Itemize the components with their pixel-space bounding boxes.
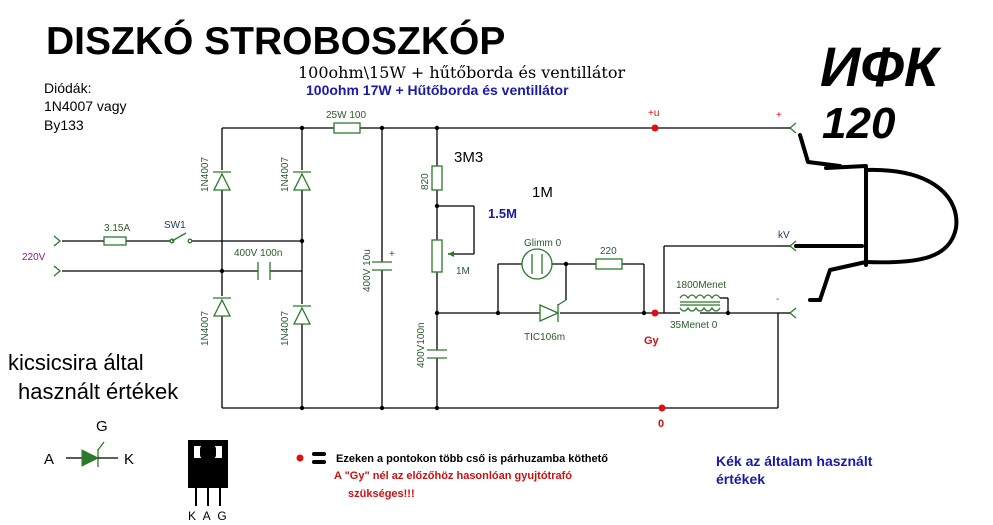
gy-label: Gy — [644, 335, 660, 347]
legend-text: Ezeken a pontokon több cső is párhuzamba… — [336, 453, 608, 465]
subtitle-black: 100ohm\15W + hűtőborda és ventillátor — [298, 63, 625, 82]
cap-top-label: 400V 100n — [234, 248, 282, 259]
diodes-note-1: Diódák: — [44, 80, 91, 96]
sw-label: SW1 — [164, 220, 186, 231]
r220-label: 220 — [600, 246, 617, 257]
handwritten-text-2: 120 — [822, 99, 896, 148]
handwritten-text-1: ИФК — [820, 35, 942, 98]
minus-term-label: - — [776, 294, 779, 305]
blue-note-1: Kék az általam használt — [716, 453, 873, 469]
diode-d2 — [292, 171, 312, 191]
red-note-2: szükséges!!! — [348, 488, 415, 500]
red-dot-icon — [651, 309, 659, 317]
scr-label: TIC106m — [524, 332, 565, 343]
capacitor-400v-100n-top — [257, 262, 271, 280]
pot-1m-small-label: 1M — [456, 266, 470, 277]
d3-label: 1N4007 — [200, 311, 211, 346]
red-dot-icon — [296, 454, 304, 462]
junction-dots — [219, 125, 731, 411]
pinout-label: K A G — [188, 509, 229, 523]
diodes-note-3: By133 — [44, 117, 84, 133]
kicsi-note-1: kicsicsira által — [8, 350, 144, 375]
switch-sw1 — [169, 232, 193, 244]
kv-label: kV — [778, 230, 790, 241]
equals-icon — [312, 452, 326, 456]
capacitor-400v-10u — [372, 261, 392, 271]
fuse-label: 3.15A — [104, 223, 130, 234]
d1-label: 1N4007 — [200, 157, 211, 192]
d2-label: 1N4007 — [280, 157, 291, 192]
zero-label: 0 — [658, 418, 664, 430]
resistor-220 — [595, 258, 623, 270]
thyristor-symbol-icon — [66, 441, 118, 467]
cap-bot-label: 400V100n — [416, 322, 427, 368]
hand-drawn-flash-tube — [794, 133, 959, 302]
r3m3-label: 3M3 — [454, 149, 483, 166]
capacitor-400v-100n-bottom — [427, 349, 447, 359]
diode-d4 — [292, 305, 312, 325]
r25w-label: 25W 100 — [326, 110, 366, 121]
red-dot-icon — [658, 404, 666, 412]
resistor-25w — [333, 122, 361, 134]
plus-term-label: + — [776, 110, 782, 121]
plus-u-label: +u — [648, 108, 659, 119]
fuse — [103, 236, 127, 246]
pot-1m5-label: 1.5M — [488, 206, 517, 221]
symbol-a-label: A — [44, 451, 54, 468]
ignition-transformer — [664, 294, 728, 314]
page-title: DISZKÓ STROBOSZKÓP — [46, 19, 505, 63]
glimm-label: Glimm 0 — [524, 238, 562, 249]
symbol-g-label: G — [96, 418, 108, 435]
diode-d3 — [212, 297, 232, 317]
cap-10u-plus: + — [389, 249, 395, 260]
d4-label: 1N4007 — [280, 311, 291, 346]
red-note-1: A "Gy" nél az előzőhöz hasonlóan gyujtót… — [334, 470, 572, 482]
glimm-lamp — [521, 248, 553, 280]
v220-label: 220V — [22, 252, 46, 263]
diodes-note-2: 1N4007 vagy — [44, 98, 127, 114]
trafo-1800-label: 1800Menet — [676, 280, 726, 291]
resistor-820 — [431, 165, 443, 191]
r820-label: 820 — [420, 173, 431, 190]
symbol-k-label: K — [124, 451, 134, 468]
kicsi-note-2: használt értékek — [18, 379, 179, 404]
red-dot-icon — [651, 124, 659, 132]
blue-note-2: értékek — [716, 471, 765, 487]
to220-package-icon — [188, 440, 228, 506]
potentiometer — [431, 239, 443, 273]
pot-1m-label: 1M — [532, 184, 553, 201]
trafo-35-label: 35Menet 0 — [670, 320, 718, 331]
scr-tic106 — [539, 299, 567, 323]
diode-d1 — [212, 171, 232, 191]
subtitle-blue: 100ohm 17W + Hűtőborda és ventillátor — [306, 82, 569, 98]
cap-10u-label: 400V 10u — [362, 249, 373, 292]
equals-icon-bottom — [312, 460, 326, 464]
